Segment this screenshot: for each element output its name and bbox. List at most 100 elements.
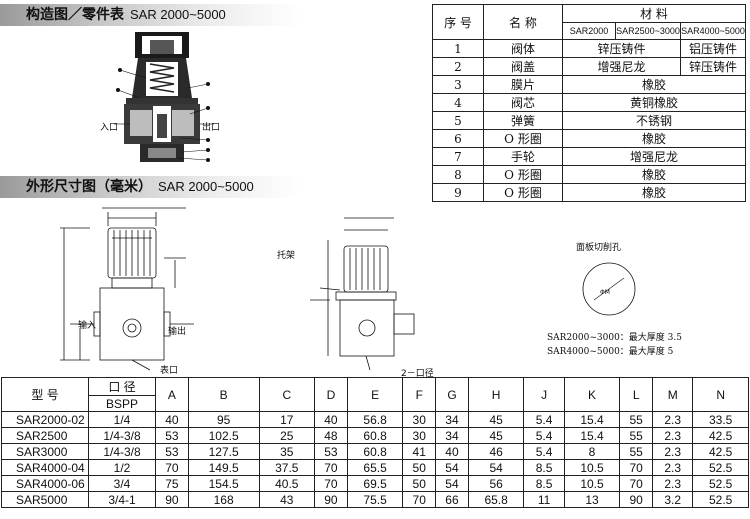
materials-subheader-row: SAR2000 SAR2500~3000 SAR4000~5000 [433,22,746,40]
dimension-cell: 69.5 [346,475,404,492]
dimension-cell: 56.8 [346,411,404,428]
model-cell: SAR5000 [1,491,89,508]
panel-note-2: SAR4000~5000：最大厚度 5 [547,347,674,357]
bracket-label: 托架 [277,251,296,261]
table-row: 1 阀体 锌压铸件 铝压铸件 [432,39,746,58]
dimension-cell: 53 [155,427,189,444]
port-cell: 1/2 [88,459,156,476]
dimension-cell: 34 [435,411,469,428]
front-view-drawing [60,207,194,371]
dimension-cell: 2.3 [652,427,694,444]
dimension-cell: 35 [258,443,316,460]
panel-note-1: SAR2000~3000：最大厚度 3.5 [547,333,682,343]
svg-text:ΦM: ΦM [600,289,610,296]
dimension-cell: 42.5 [692,443,749,460]
dimension-cell: 8.5 [523,459,565,476]
dimensions-model-range: SAR 2000~5000 [158,179,254,194]
dimension-cell: 54 [435,459,469,476]
dimension-cell: 37.5 [258,459,316,476]
dimension-cell: 42.5 [692,427,749,444]
dimension-cell: 45 [467,411,525,428]
dimension-cell: 102.5 [187,427,260,444]
materials-header-row: 序 号 名 称 材 料 [432,4,746,40]
gauge-port-label: 表口 [160,366,179,376]
dimension-cell: 75 [155,475,189,492]
dimension-cell: 2.3 [652,411,694,428]
dimension-cell: 34 [435,427,469,444]
dimension-cell: 40 [314,411,348,428]
dimension-cell: 11 [523,491,565,508]
dimension-cell: 149.5 [187,459,260,476]
dimension-cell: 54 [467,459,525,476]
dimensions-title: 外形尺寸图（毫米） [26,179,152,195]
dimension-cell: 15.4 [563,411,621,428]
col-port-bspp: BSPP [88,395,156,412]
dimension-cell: 15.4 [563,427,621,444]
dimension-cell: 55 [619,443,654,460]
construction-diagram [114,32,214,162]
dimension-cell: 2.3 [652,459,694,476]
dimension-cell: 50 [402,459,437,476]
port-cell: 1/4-3/8 [88,443,156,460]
dimension-cell: 54 [435,475,469,492]
port-cell: 1/4 [88,411,156,428]
dimension-cell: 2.3 [652,443,694,460]
dimension-cell: 40 [435,443,469,460]
dimension-cell: 60.8 [346,443,404,460]
model-cell: SAR2500 [1,427,89,444]
dimension-cell: 40 [155,411,189,428]
port-size-label: 2－口径 [401,369,434,379]
dimension-cell: 52.5 [692,475,749,492]
dimension-cell: 52.5 [692,459,749,476]
dimension-cell: 2.3 [652,475,694,492]
inlet-label: 入口 [100,123,119,133]
model-cell: SAR3000 [1,443,89,460]
col-no: 序 号 [432,4,484,40]
dimension-cell: 8.5 [523,475,565,492]
output-label: 输出 [168,327,187,337]
dimension-cell: 90 [155,491,189,508]
dimension-cell: 52.5 [692,491,749,508]
dimension-cell: 46 [467,443,525,460]
dimension-cell: 70 [619,475,654,492]
dimension-cell: 48 [314,427,348,444]
col-model: 型 号 [1,377,89,412]
dimension-cell: 53 [314,443,348,460]
dimension-cell: 53 [155,443,189,460]
dimension-cell: 43 [258,491,316,508]
dimension-cell: 70 [402,491,437,508]
dimension-cell: 66 [435,491,469,508]
dimension-cell: 3.2 [652,491,694,508]
dimension-header-row: 型 号 口 径 A B C D E F G H J K L M N [1,377,749,412]
dimension-cell: 45 [467,427,525,444]
dimension-cell: 154.5 [187,475,260,492]
dimension-cell: 75.5 [346,491,404,508]
dimension-cell: 5.4 [523,411,565,428]
dimension-cell: 90 [314,491,348,508]
panel-cutout-drawing: ΦM [582,262,636,316]
model-cell: SAR2000-02 [1,411,89,428]
construction-model-range: SAR 2000~5000 [130,7,226,22]
dimension-cell: 70 [619,459,654,476]
table-row: 2 阀盖 增强尼龙 锌压铸件 [432,57,746,76]
dimension-cell: 5.4 [523,427,565,444]
dimension-cell: 30 [402,411,437,428]
dimension-cell: 168 [187,491,260,508]
dimension-table: 型 号 口 径 A B C D E F G H J K L M N BSPP S… [1,377,749,508]
dimension-cell: 33.5 [692,411,749,428]
dimension-cell: 41 [402,443,437,460]
dimension-cell: 10.5 [563,475,621,492]
